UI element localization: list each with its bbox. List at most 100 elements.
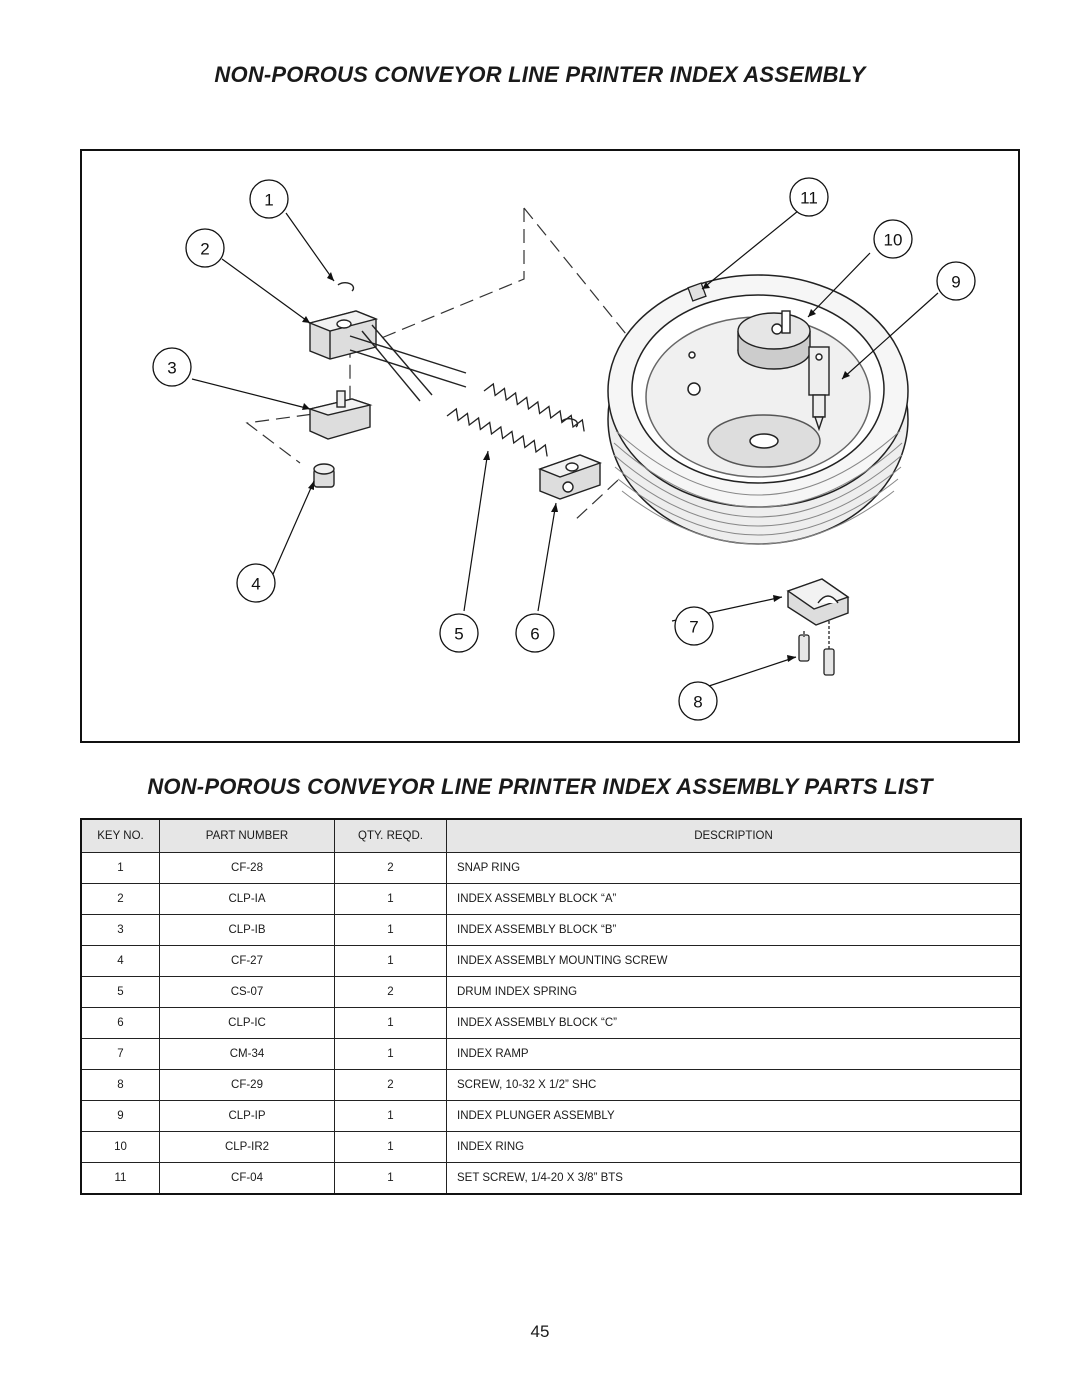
- cell-key: 10: [80, 1131, 160, 1163]
- callout-label-3: 3: [167, 359, 176, 378]
- table-row: 3 CLP-IB 1 INDEX ASSEMBLY BLOCK “B”: [80, 914, 1022, 946]
- cell-description: INDEX ASSEMBLY BLOCK “C”: [446, 1007, 1022, 1039]
- table-row: 10 CLP-IR2 1 INDEX RING: [80, 1131, 1022, 1163]
- cell-description: INDEX RING: [446, 1131, 1022, 1163]
- cell-qty: 1: [334, 914, 447, 946]
- cell-description: INDEX ASSEMBLY BLOCK “A”: [446, 883, 1022, 915]
- index-block-a: [307, 310, 467, 402]
- header-part-number: PART NUMBER: [159, 818, 335, 853]
- cell-key: 1: [80, 852, 160, 884]
- snap-ring-left: [337, 282, 355, 292]
- cell-part-number: CF-27: [159, 945, 335, 977]
- cell-part-number: CLP-IB: [159, 914, 335, 946]
- callout-label-1: 1: [264, 191, 273, 210]
- cell-qty: 1: [334, 945, 447, 977]
- cell-part-number: CS-07: [159, 976, 335, 1008]
- cell-key: 2: [80, 883, 160, 915]
- callout-5: [439, 613, 479, 653]
- callout-8: [678, 681, 718, 721]
- cell-description: INDEX ASSEMBLY MOUNTING SCREW: [446, 945, 1022, 977]
- cell-key: 3: [80, 914, 160, 946]
- callout-label-2: 2: [200, 240, 209, 259]
- snap-ring-right: [561, 418, 579, 428]
- cell-qty: 1: [334, 1100, 447, 1132]
- cell-qty: 1: [334, 1131, 447, 1163]
- table-row: 7 CM-34 1 INDEX RAMP: [80, 1038, 1022, 1070]
- cell-qty: 1: [334, 1162, 447, 1195]
- cell-qty: 1: [334, 1038, 447, 1070]
- cell-part-number: CLP-IC: [159, 1007, 335, 1039]
- callout-4: [236, 563, 276, 603]
- cell-key: 6: [80, 1007, 160, 1039]
- index-ramp: [786, 578, 850, 626]
- cell-key: 8: [80, 1069, 160, 1101]
- table-row: 9 CLP-IP 1 INDEX PLUNGER ASSEMBLY: [80, 1100, 1022, 1132]
- cell-part-number: CF-28: [159, 852, 335, 884]
- callout-6: [515, 613, 555, 653]
- callout-7: [674, 606, 714, 646]
- callout-2: [185, 228, 225, 268]
- page-number: 45: [530, 1322, 550, 1341]
- leader-arrowheads: [302, 272, 850, 662]
- parts-table: KEY NO. PART NUMBER QTY. REQD. DESCRIPTI…: [80, 818, 1022, 1195]
- cell-description: SET SCREW, 1/4-20 X 3/8” BTS: [446, 1162, 1022, 1195]
- header-description: DESCRIPTION: [446, 818, 1022, 853]
- set-screw: [687, 282, 707, 302]
- cell-qty: 2: [334, 852, 447, 884]
- leader-lines: [191, 210, 939, 692]
- cell-qty: 1: [334, 1007, 447, 1039]
- callout-9: [936, 261, 976, 301]
- index-ring: [737, 310, 811, 370]
- callout-1: [249, 179, 289, 219]
- parts-list-title: NON-POROUS CONVEYOR LINE PRINTER INDEX A…: [147, 774, 933, 799]
- cell-part-number: CLP-IA: [159, 883, 335, 915]
- callout-3: [152, 347, 192, 387]
- ramp-screws: [798, 621, 835, 676]
- cell-qty: 2: [334, 1069, 447, 1101]
- mounting-screw: [313, 463, 335, 488]
- cell-part-number: CLP-IR2: [159, 1131, 335, 1163]
- table-row: 5 CS-07 2 DRUM INDEX SPRING: [80, 976, 1022, 1008]
- cell-description: SCREW, 10-32 X 1/2” SHC: [446, 1069, 1022, 1101]
- table-row: 6 CLP-IC 1 INDEX ASSEMBLY BLOCK “C”: [80, 1007, 1022, 1039]
- index-plunger: [808, 346, 830, 432]
- index-block-b: [307, 390, 373, 440]
- callout-label-7: 7: [689, 618, 698, 637]
- callout-label-8: 8: [693, 693, 702, 712]
- cell-part-number: CM-34: [159, 1038, 335, 1070]
- header-key-no: KEY NO.: [80, 818, 160, 853]
- callout-label-10: 10: [884, 231, 903, 250]
- drum-index-springs: [446, 382, 585, 457]
- cell-key: 5: [80, 976, 160, 1008]
- cell-part-number: CF-29: [159, 1069, 335, 1101]
- table-row: 8 CF-29 2 SCREW, 10-32 X 1/2” SHC: [80, 1069, 1022, 1101]
- callout-11: [789, 177, 829, 217]
- index-drum: [607, 274, 909, 545]
- cell-description: SNAP RING: [446, 852, 1022, 884]
- callout-label-6: 6: [530, 625, 539, 644]
- cell-part-number: CF-04: [159, 1162, 335, 1195]
- index-block-c: [538, 454, 602, 500]
- table-row: 11 CF-04 1 SET SCREW, 1/4-20 X 3/8” BTS: [80, 1162, 1022, 1195]
- table-row: 2 CLP-IA 1 INDEX ASSEMBLY BLOCK “A”: [80, 883, 1022, 915]
- table-row: 4 CF-27 1 INDEX ASSEMBLY MOUNTING SCREW: [80, 945, 1022, 977]
- cell-qty: 1: [334, 883, 447, 915]
- callout-label-5: 5: [454, 625, 463, 644]
- cell-description: DRUM INDEX SPRING: [446, 976, 1022, 1008]
- cell-description: INDEX PLUNGER ASSEMBLY: [446, 1100, 1022, 1132]
- cell-key: 9: [80, 1100, 160, 1132]
- callout-label-4: 4: [251, 575, 260, 594]
- cell-description: INDEX RAMP: [446, 1038, 1022, 1070]
- page-title: NON-POROUS CONVEYOR LINE PRINTER INDEX A…: [214, 62, 866, 87]
- table-header-row: KEY NO. PART NUMBER QTY. REQD. DESCRIPTI…: [80, 818, 1022, 853]
- cell-qty: 2: [334, 976, 447, 1008]
- table-row: 1 CF-28 2 SNAP RING: [80, 852, 1022, 884]
- exploded-assembly-diagram: 1 2 3 4 5 6 7 8 9 10 11: [80, 149, 1020, 743]
- cell-key: 4: [80, 945, 160, 977]
- callout-label-11: 11: [800, 189, 818, 208]
- header-qty: QTY. REQD.: [334, 818, 447, 853]
- cell-key: 11: [80, 1162, 160, 1195]
- cell-part-number: CLP-IP: [159, 1100, 335, 1132]
- callout-label-9: 9: [951, 273, 960, 292]
- callout-10: [873, 219, 913, 259]
